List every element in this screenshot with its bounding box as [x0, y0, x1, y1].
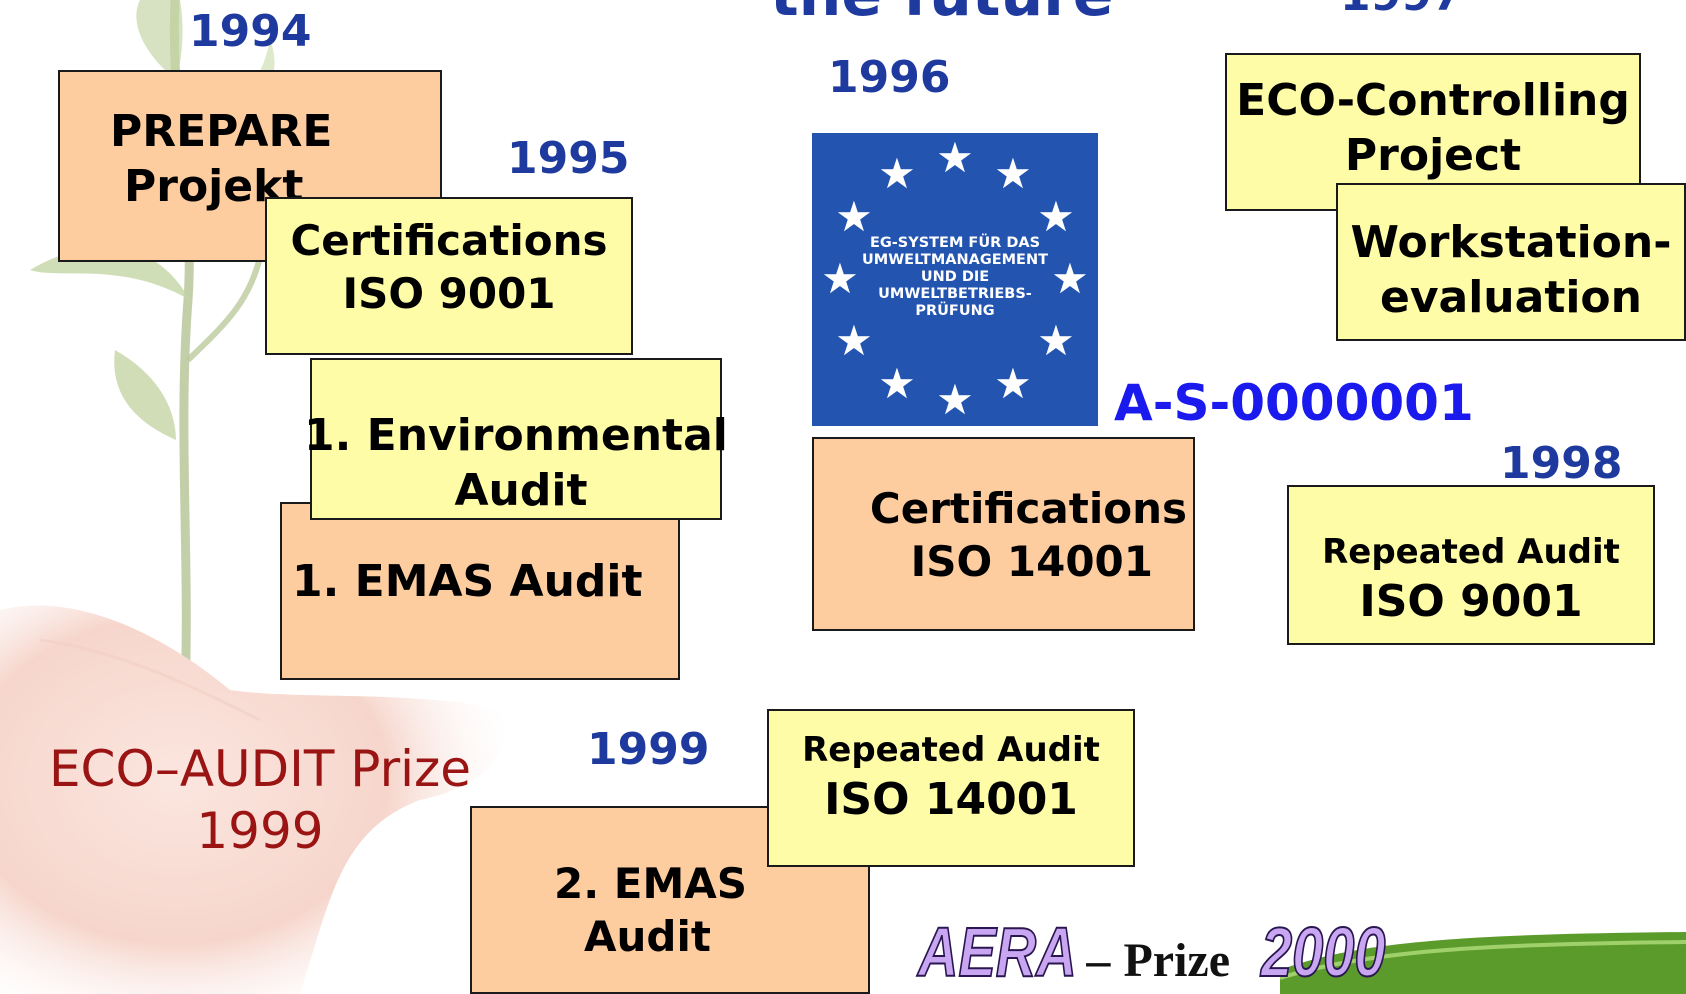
- logo-line: UND DIE: [920, 269, 990, 285]
- emas-logo-text: EG-SYSTEM FÜR DAS UMWELTMANAGEMENT UND D…: [812, 235, 1098, 320]
- box-line: ISO 14001: [824, 773, 1078, 825]
- year-1999-label: 1999: [587, 724, 710, 775]
- prize-title-text: ECO–AUDIT Prize: [48, 740, 472, 798]
- environmental-audit-box: 1. Environmental Audit: [304, 358, 728, 520]
- star-icon: ★: [936, 375, 974, 424]
- aera-prize-label: AERA– Prize 2000: [917, 912, 1417, 992]
- box-line: Repeated Audit: [1322, 532, 1620, 572]
- year-1994-label: 1994: [189, 6, 312, 57]
- emas-audit-1-box: 1. EMAS Audit: [280, 502, 680, 680]
- box-line: Project: [1344, 130, 1522, 181]
- box-line: Certifications: [869, 484, 1187, 533]
- repeated-audit-iso14001-box: Repeated Audit ISO 14001: [767, 709, 1135, 867]
- workstation-evaluation-box: Workstation- evaluation: [1336, 183, 1686, 341]
- box-line: ISO 9001: [342, 268, 556, 318]
- star-icon: ★: [994, 359, 1032, 408]
- star-icon: ★: [1037, 192, 1075, 241]
- logo-line: EG-SYSTEM FÜR DAS: [869, 235, 1041, 251]
- box-line: ECO-Controlling: [1236, 75, 1630, 126]
- star-icon: ★: [936, 133, 974, 182]
- box-line: ISO 14001: [910, 536, 1153, 586]
- box-line: ISO 9001: [1359, 575, 1583, 627]
- emas-registration-number: A-S-0000001: [1114, 374, 1474, 432]
- repeated-audit-iso9001-box: Repeated Audit ISO 9001: [1287, 485, 1655, 645]
- box-line: Audit: [584, 911, 711, 961]
- certifications-iso9001-box: Certifications ISO 9001: [265, 197, 633, 355]
- aera-year-wordart: 2000: [1260, 912, 1386, 992]
- aera-separator: –: [1086, 934, 1111, 987]
- star-icon: ★: [821, 254, 859, 303]
- box-line: 1. EMAS Audit: [292, 556, 643, 607]
- box-line: PREPARE: [110, 106, 333, 157]
- star-icon: ★: [1051, 254, 1089, 303]
- box-line: Workstation-: [1350, 217, 1672, 268]
- box-line: Audit: [454, 465, 588, 516]
- year-1998-label: 1998: [1500, 438, 1623, 489]
- footer-swoosh: [1280, 932, 1686, 994]
- logo-line: UMWELTBETRIEBS-: [878, 286, 1032, 302]
- star-icon: ★: [878, 149, 916, 198]
- aera-wordart: AERA: [917, 912, 1077, 992]
- box-line: Certifications: [290, 216, 608, 265]
- logo-line: PRÜFUNG: [915, 303, 995, 319]
- logo-line: UMWELTMANAGEMENT: [861, 252, 1048, 268]
- star-icon: ★: [835, 316, 873, 365]
- emas-eu-logo: ★ ★ ★ ★ ★ ★ ★ ★ ★ ★ ★ ★ EG-SYSTEM FÜR DA…: [812, 133, 1098, 426]
- prize-year-text: 1999: [196, 802, 324, 860]
- certifications-iso14001-box: Certifications ISO 14001: [812, 437, 1195, 631]
- star-icon: ★: [1037, 316, 1075, 365]
- eco-audit-prize-label: ECO–AUDIT Prize 1999: [0, 738, 520, 862]
- aera-prize-word: Prize: [1123, 934, 1231, 987]
- star-icon: ★: [835, 192, 873, 241]
- star-icon: ★: [878, 359, 916, 408]
- slide-title-fragment: the future: [770, 0, 1113, 30]
- box-line: 2. EMAS: [554, 859, 748, 908]
- box-line: evaluation: [1380, 272, 1642, 323]
- box-line: Repeated Audit: [802, 730, 1100, 770]
- year-1995-label: 1995: [507, 133, 630, 184]
- year-1997-label: 1997: [1340, 0, 1462, 21]
- star-icon: ★: [994, 149, 1032, 198]
- box-line: 1. Environmental: [304, 410, 728, 461]
- year-1996-label: 1996: [828, 52, 951, 103]
